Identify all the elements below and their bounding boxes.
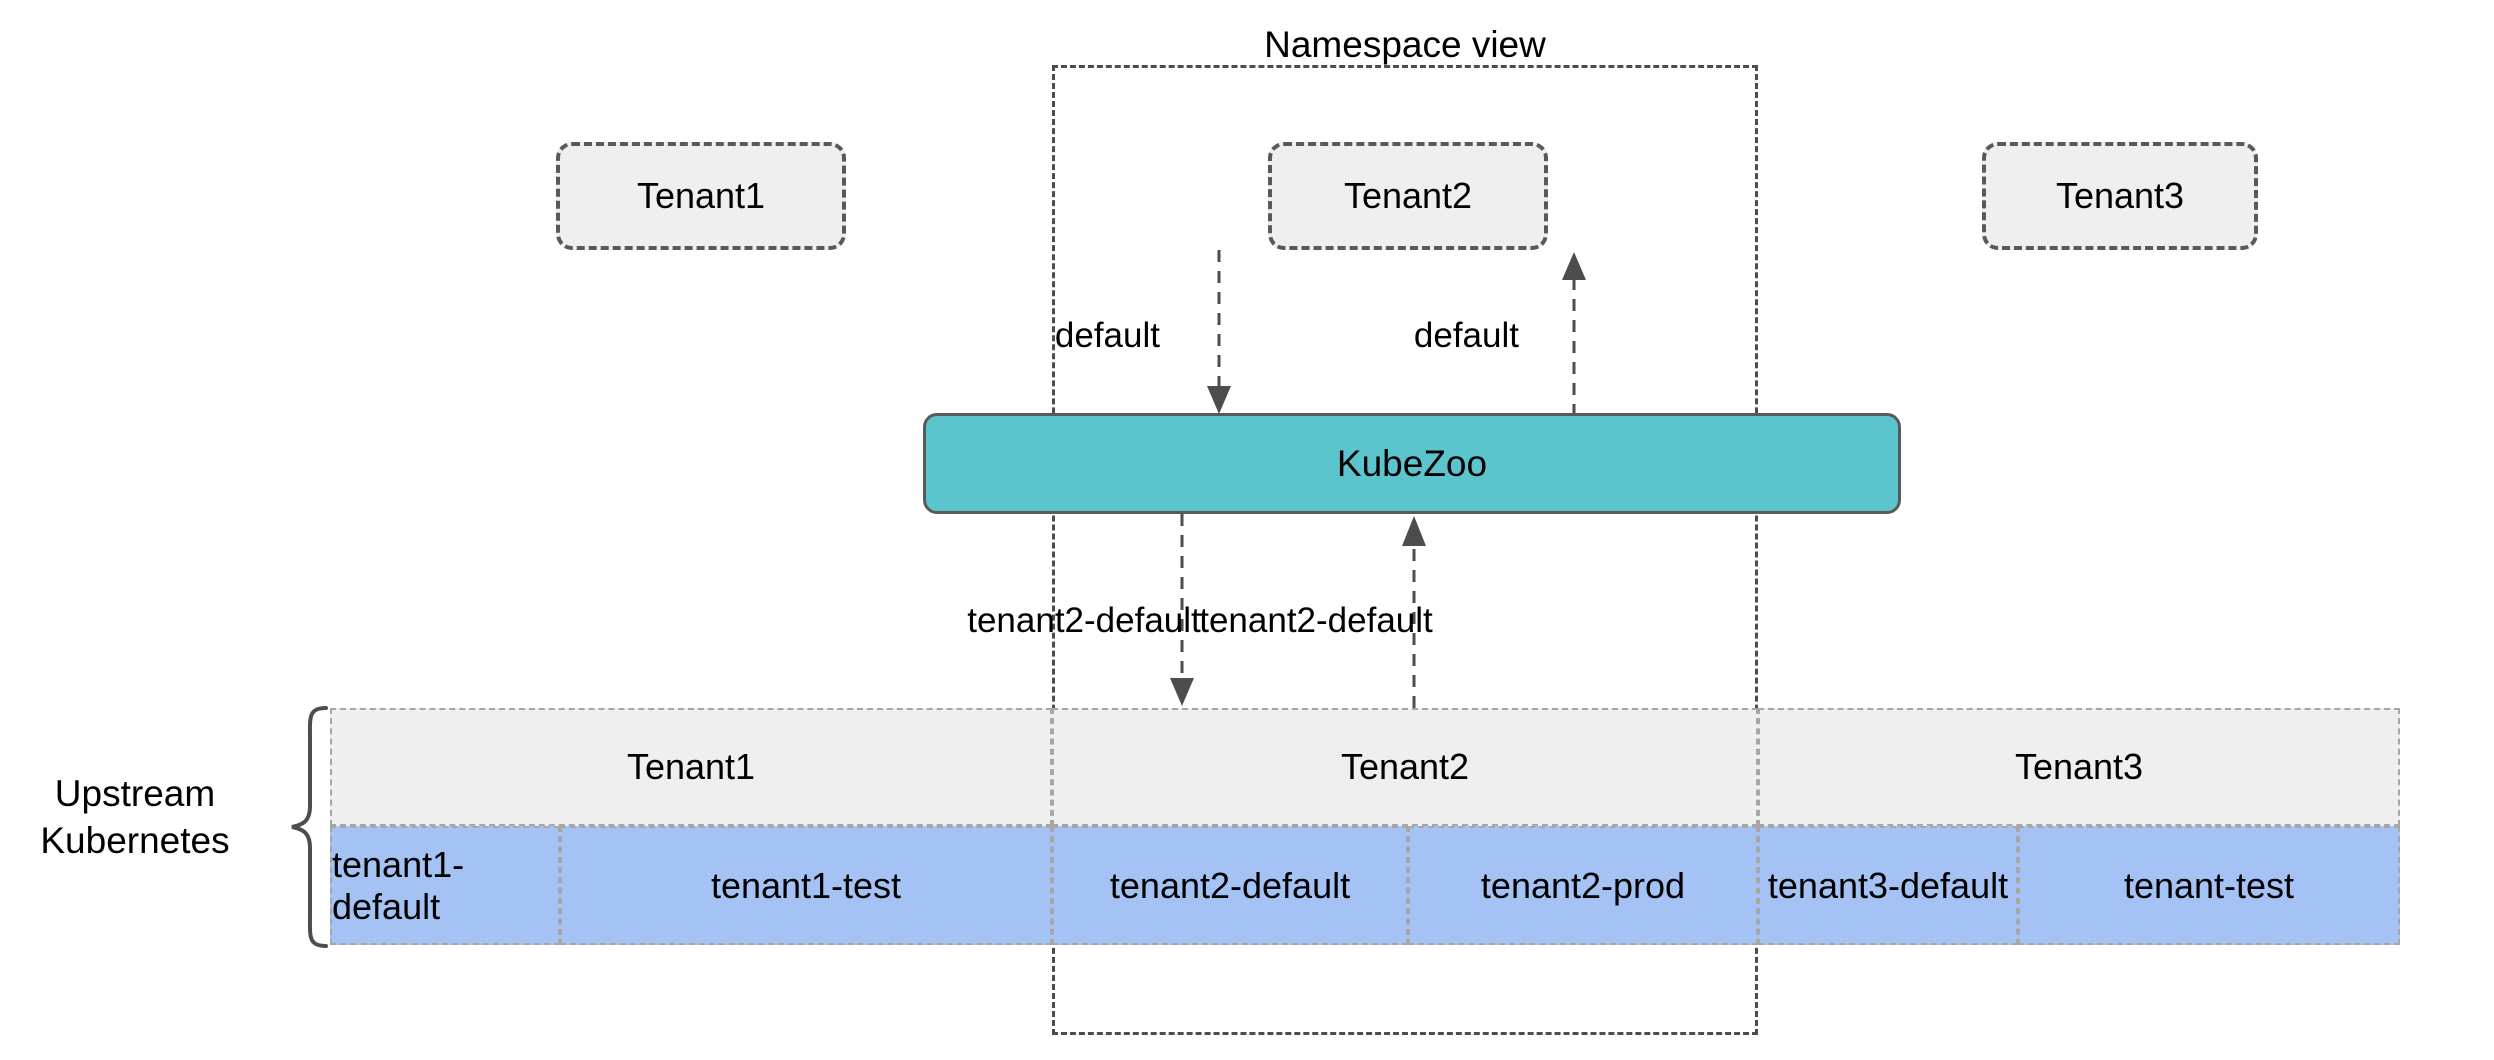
table-group-tenant3: Tenant3 [1758, 708, 2400, 826]
namespace-cell-tenant2-default[interactable]: tenant2-default [1052, 826, 1408, 945]
table-group-tenant2: Tenant2 [1052, 708, 1758, 826]
kubezoo-label: KubeZoo [1336, 442, 1488, 484]
namespace-cell-tenant1-default-label: tenant1-default [332, 843, 465, 927]
arrow-label-upper-down: default [1054, 316, 1160, 355]
tenant-box-tenant2-label: Tenant2 [1343, 175, 1473, 216]
arrow-label-lower-down: tenant2-default [967, 601, 1201, 640]
table-namespace-row: tenant1-default tenant1-test tenant2-def… [330, 826, 2400, 945]
arrow-kubezoo-to-tenant2 [1562, 252, 1586, 416]
table-group-tenant1: Tenant1 [330, 708, 1052, 826]
kubezoo-box[interactable]: KubeZoo [923, 413, 1901, 514]
namespace-cell-tenant-test[interactable]: tenant-test [2018, 826, 2400, 945]
tenant-box-tenant3-label: Tenant3 [2055, 175, 2185, 216]
namespace-cell-tenant3-default-label: tenant3-default [1767, 864, 2009, 906]
table-group-row: Tenant1 Tenant2 Tenant3 [330, 708, 2400, 826]
namespace-cell-tenant1-test[interactable]: tenant1-test [560, 826, 1052, 945]
upstream-kubernetes-label: Upstream Kubernetes [10, 770, 260, 864]
tenant-box-tenant1-label: Tenant1 [636, 175, 766, 216]
tenant-box-tenant3[interactable]: Tenant3 [1982, 142, 2258, 250]
namespace-cell-tenant1-default[interactable]: tenant1-default [330, 826, 560, 945]
arrow-label-upper-up: default [1413, 316, 1519, 355]
namespace-cell-tenant1-test-label: tenant1-test [710, 864, 902, 906]
namespace-cell-tenant2-prod-label: tenant2-prod [1480, 864, 1686, 906]
upstream-brace-icon [291, 706, 328, 948]
upstream-label-line2: Kubernetes [40, 820, 230, 861]
namespace-cell-tenant2-prod[interactable]: tenant2-prod [1408, 826, 1758, 945]
tenant-box-tenant1[interactable]: Tenant1 [556, 142, 846, 250]
namespace-cell-tenant2-default-label: tenant2-default [1109, 864, 1351, 906]
table-group-tenant1-label: Tenant1 [626, 746, 756, 787]
namespace-view-title: Namespace view [1264, 24, 1546, 65]
tenant-box-tenant2[interactable]: Tenant2 [1268, 142, 1548, 250]
upstream-label-line1: Upstream [54, 773, 216, 814]
arrow-label-lower-up: tenant2-default [1199, 601, 1433, 640]
upstream-namespace-table: Tenant1 Tenant2 Tenant3 tenant1-default … [330, 708, 2400, 945]
table-group-tenant3-label: Tenant3 [2014, 746, 2144, 787]
namespace-cell-tenant3-default[interactable]: tenant3-default [1758, 826, 2018, 945]
namespace-cell-tenant-test-label: tenant-test [2123, 864, 2295, 906]
table-group-tenant2-label: Tenant2 [1340, 746, 1470, 787]
arrow-tenant2-to-kubezoo [1207, 250, 1231, 414]
